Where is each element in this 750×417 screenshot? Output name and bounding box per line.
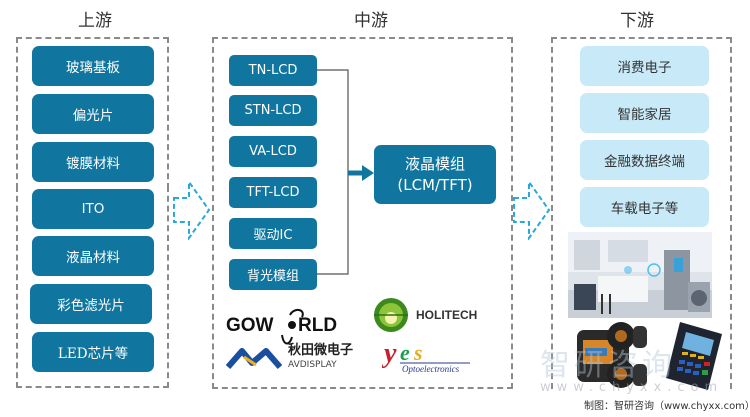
pos-terminal-image <box>666 322 722 390</box>
watermark-text: 智研咨询 <box>540 348 676 383</box>
svg-text:RLD: RLD <box>298 315 337 336</box>
downstream-item: 车载电子等 <box>580 187 709 227</box>
holitech-sun-icon <box>374 298 408 332</box>
midstream-item: TFT-LCD <box>229 177 317 208</box>
svg-text:s: s <box>413 340 423 365</box>
downstream-item: 智能家居 <box>580 93 709 133</box>
midstream-item: VA-LCD <box>229 136 317 167</box>
upstream-item: ITO <box>32 189 154 229</box>
yes-logo-icon: y e s Optoelectronics <box>382 338 470 374</box>
dashcam-image <box>577 322 647 388</box>
midstream-panel <box>212 37 513 389</box>
downstream-panel <box>551 37 732 389</box>
upstream-title: 上游 <box>78 11 112 31</box>
upstream-item: 液晶材料 <box>32 236 154 276</box>
upstream-item: LED芯片等 <box>32 332 154 372</box>
svg-text:y: y <box>382 338 397 369</box>
goworld-logo: GOW RLD <box>226 307 354 347</box>
midstream-item: 驱动IC <box>229 218 317 249</box>
svg-text:Optoelectronics: Optoelectronics <box>402 364 460 374</box>
source-credit: 制图：智研咨询（www.chyxx.com） <box>584 401 750 412</box>
lcm-label: 液晶模组 <box>404 154 465 173</box>
svg-text:e: e <box>400 340 410 365</box>
downstream-title: 下游 <box>620 11 654 31</box>
upstream-item: 偏光片 <box>32 94 154 134</box>
avdisplay-cn-name: 秋田微电子 <box>288 343 354 358</box>
flow-arrow-icon <box>173 180 211 240</box>
midstream-title: 中游 <box>354 11 388 31</box>
holitech-logo: HOLITECH <box>372 296 477 334</box>
downstream-item: 消费电子 <box>580 46 709 86</box>
smart-kitchen-image <box>568 232 712 318</box>
svg-text:GOW: GOW <box>226 315 274 336</box>
connector-bracket <box>316 69 374 275</box>
midstream-item: 背光模组 <box>229 259 317 290</box>
yes-optoelectronics-logo: y e s Optoelectronics <box>382 338 472 378</box>
avdisplay-en-name: AVDISPLAY <box>288 360 337 370</box>
upstream-panel <box>16 37 169 189</box>
upstream-item: 镀膜材料 <box>32 142 154 182</box>
midstream-item: STN-LCD <box>229 95 317 126</box>
downstream-item: 金融数据终端 <box>580 140 709 180</box>
avdisplay-wave-icon <box>226 348 282 369</box>
watermark-url: www.chyxx.com <box>540 380 724 395</box>
avdisplay-logo: 秋田微电子 AVDISPLAY <box>226 343 353 373</box>
lcm-sublabel: (LCM/TFT) <box>397 175 473 194</box>
upstream-item: 玻璃基板 <box>32 46 154 86</box>
lcm-output-box: 液晶模组 (LCM/TFT) <box>374 145 496 204</box>
upstream-item: 彩色滤光片 <box>30 284 152 324</box>
flow-arrow-icon <box>513 180 551 240</box>
midstream-item: TN-LCD <box>229 55 317 86</box>
holitech-name: HOLITECH <box>416 308 478 322</box>
upstream-panel-lower <box>16 186 169 388</box>
goworld-logo-icon: GOW RLD <box>226 309 337 345</box>
